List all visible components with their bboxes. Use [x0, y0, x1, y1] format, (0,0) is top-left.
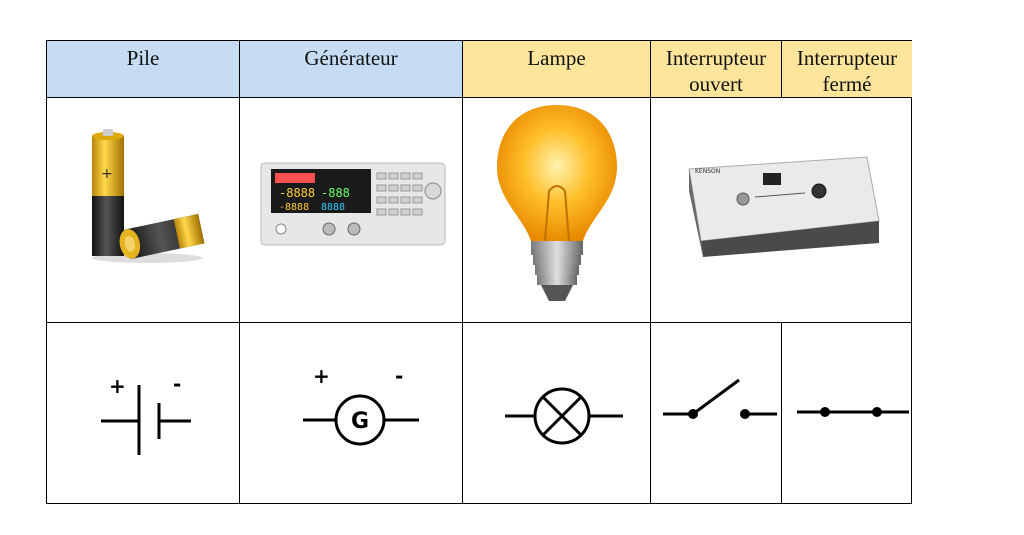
generator-minus-sign: - [395, 364, 403, 388]
generator-plus-sign: + [313, 364, 330, 388]
battery-photo: + [92, 129, 205, 263]
svg-text:+: + [101, 166, 113, 182]
lamp-symbol [505, 387, 623, 445]
header-pile: Pile [47, 41, 240, 98]
row-divider [47, 322, 911, 323]
battery-minus-sign: - [173, 372, 181, 396]
column-divider [239, 98, 240, 504]
battery-symbol: + - [101, 372, 191, 455]
header-lampe: Lampe [463, 41, 651, 98]
switch-box-photo: KENSON [688, 156, 880, 257]
column-divider [781, 322, 782, 504]
svg-text:-888: -888 [321, 186, 350, 200]
header-interrupteur-ouvert: Interrupteur ouvert [651, 41, 782, 98]
function-generator-photo: -8888 -888 -8888 8888 [260, 162, 446, 246]
header-interrupteur-ferme-label: Interrupteur fermé [796, 46, 898, 96]
header-pile-label: Pile [126, 46, 160, 70]
battery-plus-sign: + [109, 374, 126, 398]
generator-letter: G [351, 409, 369, 434]
svg-text:-8888: -8888 [279, 186, 315, 200]
column-divider [462, 98, 463, 504]
header-interrupteur-ferme: Interrupteur fermé [782, 41, 912, 98]
header-interrupteur-ouvert-label: Interrupteur ouvert [665, 46, 767, 96]
header-lampe-label: Lampe [527, 46, 586, 70]
open-switch-symbol [663, 378, 777, 419]
light-bulb-photo [497, 105, 617, 301]
svg-text:-8888: -8888 [279, 202, 309, 213]
closed-switch-symbol [797, 407, 909, 417]
svg-text:KENSON: KENSON [695, 168, 720, 175]
header-generateur-label: Générateur [304, 46, 398, 70]
svg-text:8888: 8888 [321, 202, 345, 213]
column-divider [650, 98, 651, 504]
header-generateur: Générateur [240, 41, 463, 98]
generator-symbol: + - G [303, 364, 419, 446]
components-table: Pile Générateur Lampe Interrupteur ouver… [46, 40, 912, 504]
